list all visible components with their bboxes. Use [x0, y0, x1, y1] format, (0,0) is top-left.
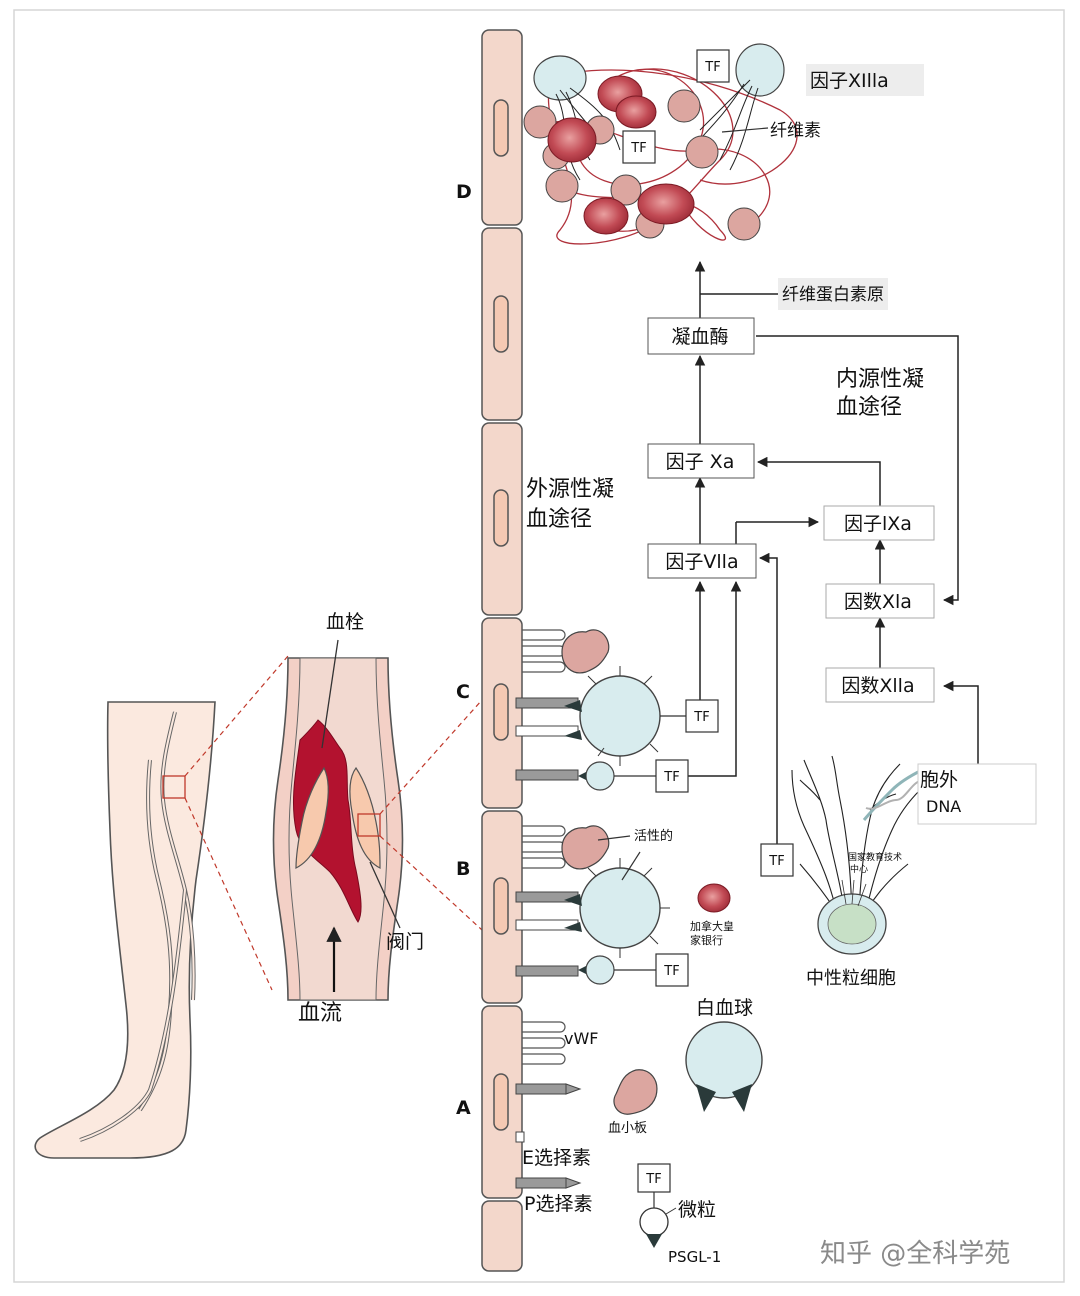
- intrinsic-label-1: 内源性凝: [836, 367, 924, 392]
- svg-text:TF: TF: [693, 710, 709, 725]
- fibrinogen-box: [778, 278, 888, 310]
- tf-box-c2: TF: [655, 759, 689, 793]
- valve-label: 阀门: [386, 931, 424, 953]
- svg-text:TF: TF: [645, 1172, 661, 1187]
- thrombus-label: 血栓: [326, 611, 364, 633]
- net-caption-2: 中心: [850, 863, 868, 875]
- stage-c-cells: [515, 629, 686, 791]
- svg-text:TF: TF: [630, 141, 646, 156]
- svg-text:TF: TF: [704, 60, 720, 75]
- dna-label: DNA: [926, 797, 961, 816]
- activated-label: 活性的: [634, 828, 673, 844]
- factor-xiia-label: 因数Xlla: [841, 675, 914, 697]
- factor-xa-label: 因子 Xa: [666, 451, 735, 473]
- stage-b-label: B: [456, 858, 470, 880]
- stage-a-cells: [515, 1021, 763, 1248]
- fibrinogen-label: 纤维蛋白素原: [782, 285, 884, 305]
- fibrin-label: 纤维素: [770, 121, 821, 141]
- tf-box-d1: TF: [696, 49, 730, 83]
- factor-xa-box: [647, 443, 755, 479]
- factor-xia-label: 因数Xla: [844, 591, 912, 613]
- vein-section: [272, 639, 404, 1001]
- endothelial-column: [481, 29, 523, 1272]
- intrinsic-label-2: 血途径: [836, 395, 902, 420]
- factor-viia-label: 因子Vlla: [665, 551, 738, 573]
- frame: [13, 9, 1065, 1283]
- rbc-caption-1: 加拿大皇: [690, 919, 734, 933]
- leg-illustration: [34, 701, 216, 1159]
- platelet-label: 血小板: [608, 1121, 647, 1136]
- thrombin-box: [647, 317, 755, 355]
- svg-text:TF: TF: [663, 964, 679, 979]
- zoom-lines-leg: [184, 655, 289, 991]
- zoom-lines-vein: [379, 699, 483, 931]
- thrombin-label: 凝血酶: [671, 326, 728, 348]
- factor-viia-box: [647, 543, 757, 579]
- tf-box-a: TF: [637, 1163, 671, 1193]
- stage-c-label: C: [456, 681, 470, 703]
- vwf-label: vWF: [564, 1029, 599, 1048]
- tf-box-d2: TF: [622, 130, 656, 164]
- microparticle-label: 微粒: [678, 1199, 716, 1221]
- p-selectin-label: P选择素: [524, 1193, 592, 1215]
- factor-xia-box: [825, 583, 935, 619]
- extracellular-label: 胞外: [920, 769, 958, 791]
- stage-b-cells: [515, 825, 731, 985]
- neutrophil-net: [791, 755, 925, 955]
- fibrin-pointer: [721, 127, 769, 133]
- factor-xiiia-label: 因子XIlla: [810, 70, 889, 92]
- tf-box-b: TF: [655, 953, 689, 987]
- neutrophil-label: 中性粒细胞: [806, 968, 896, 989]
- extrinsic-label-2: 血途径: [526, 507, 592, 532]
- watermark: 知乎 @全科学苑: [820, 1239, 1010, 1269]
- factor-xiia-box: [825, 667, 935, 703]
- stage-a-label: A: [456, 1097, 471, 1119]
- svg-text:TF: TF: [768, 854, 784, 869]
- factor-xiiia-box: [806, 64, 924, 96]
- tf-box-c1: TF: [685, 699, 719, 733]
- rbc-caption-2: 家银行: [690, 933, 723, 947]
- stage-d-label: D: [456, 181, 472, 203]
- net-caption-1: 国家教育技术: [848, 851, 902, 863]
- extrinsic-label-1: 外源性凝: [526, 477, 614, 502]
- svg-text:TF: TF: [663, 770, 679, 785]
- factor-ixa-box: [823, 505, 935, 541]
- leukocyte-label: 白血球: [696, 997, 753, 1019]
- psgl1-label: PSGL-1: [668, 1248, 721, 1266]
- tf-box-neutrophil: TF: [760, 843, 794, 877]
- blood-flow-label: 血流: [298, 1001, 342, 1026]
- e-selectin-label: E选择素: [522, 1147, 591, 1169]
- extracellular-dna-box: [917, 763, 1037, 825]
- factor-ixa-label: 因子lXa: [844, 513, 912, 535]
- clot-mesh: [523, 43, 798, 245]
